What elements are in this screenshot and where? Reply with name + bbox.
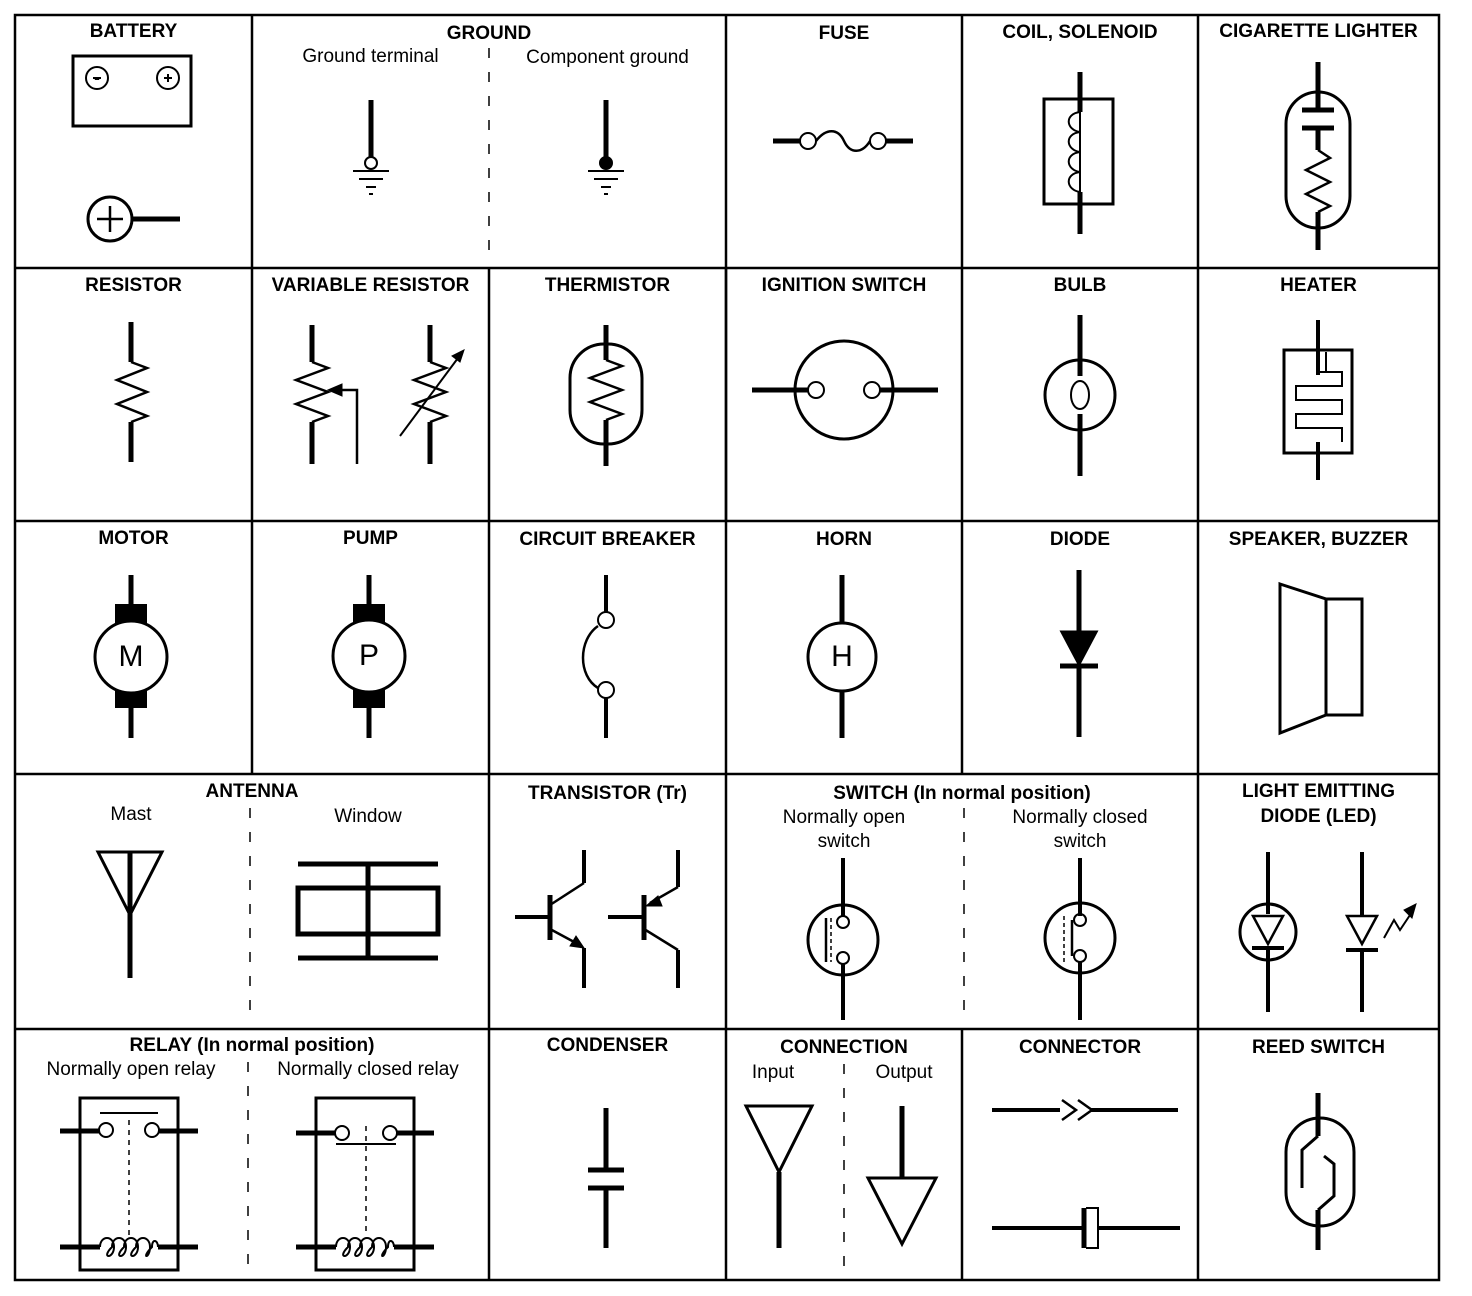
motor-symbol	[93, 575, 169, 738]
connection-output-label: Output	[875, 1062, 933, 1083]
pump-title: PUMP	[343, 528, 398, 549]
relay-normally-open-symbol	[60, 1096, 198, 1272]
ground-terminal-label: Ground terminal	[302, 46, 439, 67]
cigarette-lighter-title: CIGARETTE LIGHTER	[1219, 21, 1418, 42]
component-ground-label: Component ground	[526, 47, 689, 68]
reed-switch-title: REED SWITCH	[1252, 1037, 1385, 1058]
switch-normally-closed-label-1: Normally closed	[1012, 807, 1148, 828]
resistor-symbol	[113, 322, 151, 462]
led-title-line-2: DIODE (LED)	[1260, 806, 1377, 827]
relay-normally-open-label: Normally open relay	[46, 1059, 216, 1080]
switch-normally-open-symbol	[806, 858, 880, 1020]
circuit-breaker-title: CIRCUIT BREAKER	[519, 529, 696, 550]
heater-symbol	[1282, 320, 1354, 480]
variable-resistor-symbol	[292, 325, 465, 464]
connection-input-label: Input	[751, 1062, 795, 1083]
transistor-symbol	[515, 850, 680, 988]
bulb-title: BULB	[1053, 275, 1107, 296]
thermistor-symbol	[568, 325, 644, 466]
connection-title: CONNECTION	[780, 1037, 908, 1058]
ground-title: GROUND	[446, 23, 532, 44]
motor-letter: M	[118, 640, 144, 673]
battery-symbol	[71, 54, 193, 243]
fuse-title: FUSE	[818, 23, 870, 44]
antenna-window-symbol	[295, 861, 441, 961]
speaker-title: SPEAKER, BUZZER	[1228, 529, 1409, 550]
heater-title: HEATER	[1280, 275, 1357, 296]
antenna-title: ANTENNA	[205, 781, 299, 802]
grid-lines	[13, 13, 1441, 1282]
motor-title: MOTOR	[98, 528, 169, 549]
relay-normally-closed-symbol	[296, 1096, 434, 1272]
diode-title: DIODE	[1049, 529, 1111, 550]
connector-symbol	[992, 1098, 1180, 1249]
cigarette-lighter-symbol	[1284, 62, 1352, 250]
ignition-switch-symbol	[752, 339, 938, 441]
relay-title: RELAY (In normal position)	[129, 1035, 375, 1056]
switch-normally-closed-label-2: switch	[1053, 831, 1107, 852]
connection-output-symbol	[865, 1106, 939, 1248]
diode-symbol	[1059, 570, 1099, 737]
condenser-symbol	[588, 1108, 624, 1248]
battery-negative-sign: -	[94, 68, 100, 88]
coil-title: COIL, SOLENOID	[1002, 22, 1158, 43]
ignition-switch-title: IGNITION SWITCH	[761, 275, 927, 296]
horn-letter: H	[831, 640, 853, 673]
component-ground-symbol	[588, 100, 624, 195]
switch-normally-open-label-1: Normally open	[782, 807, 906, 828]
horn-title: HORN	[816, 529, 872, 550]
relay-normally-closed-label: Normally closed relay	[277, 1059, 459, 1080]
ground-terminal-symbol	[353, 100, 389, 195]
antenna-mast-symbol	[95, 850, 165, 978]
transistor-title: TRANSISTOR (Tr)	[527, 783, 688, 804]
bulb-symbol	[1043, 315, 1117, 476]
reed-switch-symbol	[1284, 1093, 1356, 1250]
thermistor-title: THERMISTOR	[544, 275, 671, 296]
switch-normally-closed-symbol	[1043, 858, 1117, 1020]
resistor-title: RESISTOR	[85, 275, 182, 296]
fuse-symbol	[773, 130, 913, 152]
variable-resistor-title: VARIABLE RESISTOR	[271, 275, 470, 296]
antenna-window-label: Window	[334, 806, 402, 827]
connector-title: CONNECTOR	[1018, 1037, 1142, 1058]
connection-input-symbol	[743, 1104, 815, 1248]
switch-title: SWITCH (In normal position)	[833, 783, 1091, 804]
led-title-line-1: LIGHT EMITTING	[1241, 781, 1396, 802]
condenser-title: CONDENSER	[546, 1035, 669, 1056]
pump-letter: P	[358, 639, 379, 672]
pump-symbol	[331, 575, 407, 738]
battery-title: BATTERY	[89, 21, 178, 42]
switch-normally-open-label-2: switch	[817, 831, 871, 852]
circuit-breaker-symbol	[581, 575, 615, 738]
speaker-buzzer-symbol	[1278, 581, 1364, 736]
led-symbol	[1238, 852, 1417, 1012]
horn-symbol	[806, 575, 878, 738]
coil-solenoid-symbol	[1042, 72, 1115, 234]
antenna-mast-label: Mast	[110, 804, 152, 825]
dashed-dividers	[247, 48, 965, 1276]
